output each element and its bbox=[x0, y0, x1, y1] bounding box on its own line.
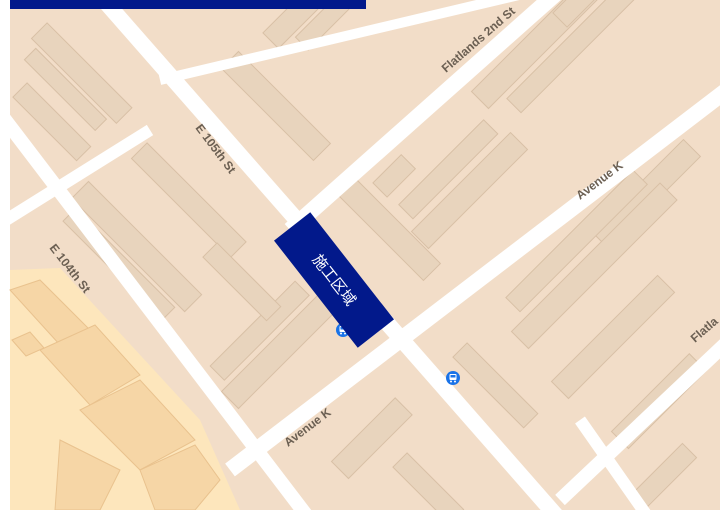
road-flatlands-2nd-minor bbox=[158, 0, 520, 85]
road-minor-west bbox=[0, 124, 154, 231]
road-flatlands-se bbox=[555, 333, 726, 506]
road-flatlands-2nd bbox=[284, 0, 561, 236]
bus-stop-icon[interactable] bbox=[446, 371, 460, 385]
road-minor-se bbox=[575, 416, 651, 510]
road-avenue-k bbox=[225, 80, 726, 477]
school-buildings bbox=[9, 279, 221, 510]
top-bar bbox=[10, 0, 366, 9]
